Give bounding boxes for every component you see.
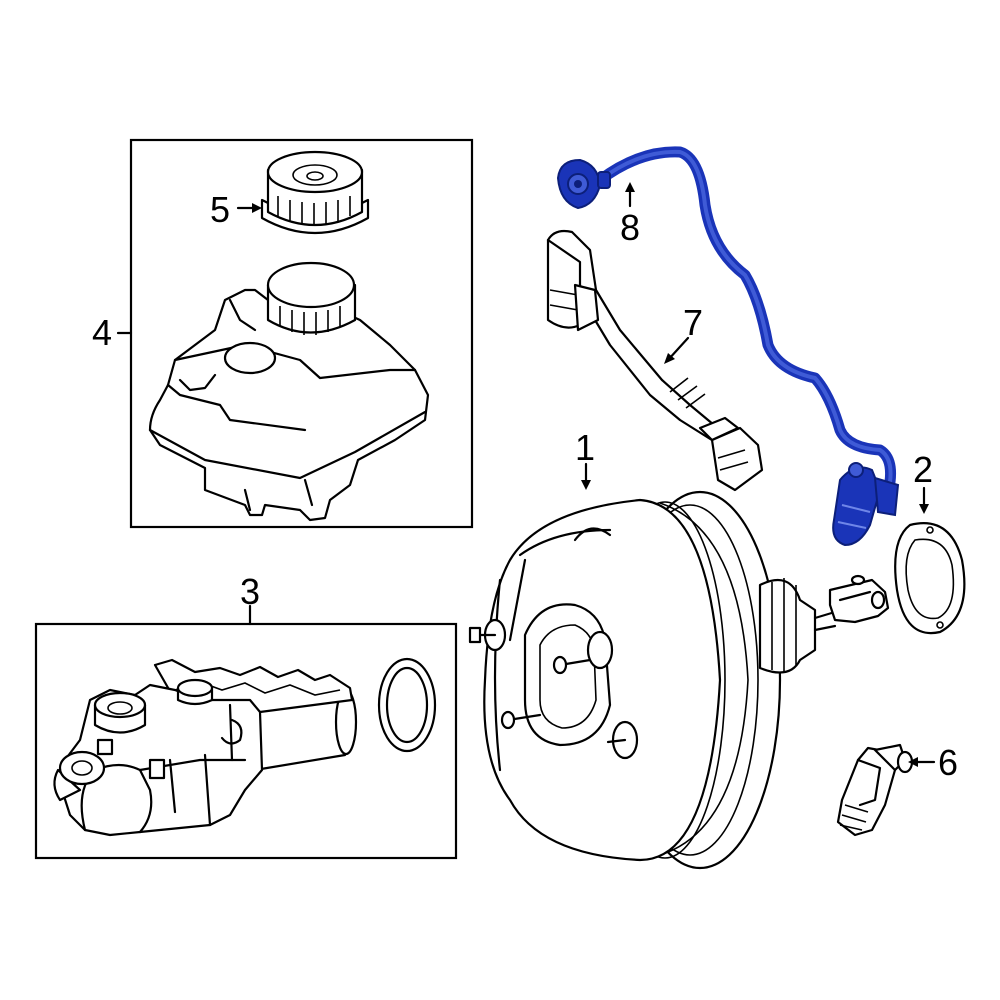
leader-2-arrow [919, 504, 929, 514]
leader-7-arrow [664, 353, 675, 364]
vacuum-sensor[interactable] [836, 743, 914, 837]
callout-5: 5 [210, 189, 230, 230]
callout-2: 2 [913, 449, 933, 490]
callout-7: 7 [683, 302, 703, 343]
callout-1: 1 [575, 427, 595, 468]
brake-booster[interactable] [468, 490, 890, 870]
callout-6: 6 [938, 742, 958, 783]
leader-5-arrow [252, 203, 262, 213]
booster-gasket[interactable] [894, 522, 966, 635]
leader-1-arrow [581, 480, 591, 490]
leader-6-arrow [908, 757, 918, 767]
callout-4: 4 [92, 312, 112, 353]
master-cylinder-seal[interactable] [377, 657, 437, 753]
callout-8: 8 [620, 207, 640, 248]
brake-master-cylinder[interactable] [53, 658, 358, 837]
leader-8-arrow [625, 182, 635, 192]
callout-3: 3 [240, 571, 260, 612]
brake-fluid-reservoir[interactable] [148, 261, 430, 522]
sensor-wiring-harness[interactable] [546, 229, 764, 492]
vacuum-hose-highlighted[interactable] [556, 146, 900, 547]
reservoir-cap[interactable] [260, 150, 370, 234]
master-cylinder-group-box [34, 622, 458, 860]
